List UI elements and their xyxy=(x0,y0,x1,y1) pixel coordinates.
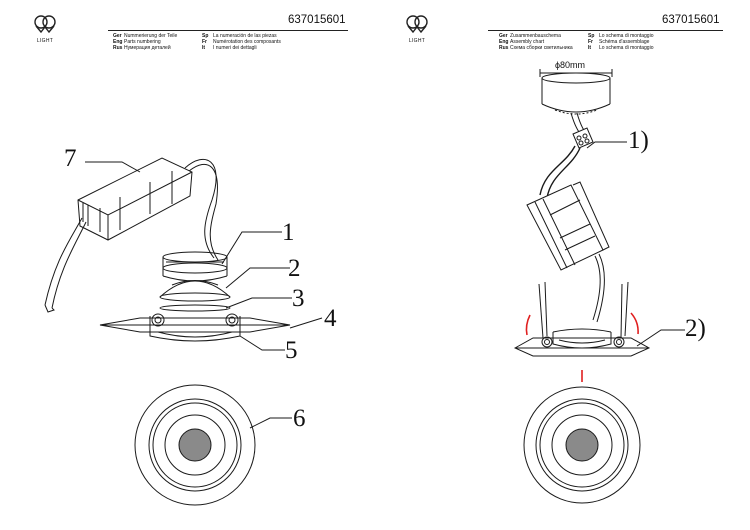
lang-text: Нумерация деталей xyxy=(124,45,171,51)
product-code: 637015601 xyxy=(288,14,346,26)
callout-1: 1 xyxy=(282,219,295,246)
lang-code: Fr xyxy=(588,39,593,45)
lang-code: It xyxy=(588,45,592,51)
logo-mark-icon xyxy=(406,15,428,34)
lang-code: Rus xyxy=(113,45,123,51)
lang-text: La numeración de las piezas xyxy=(213,33,277,39)
lang-code: Sp xyxy=(202,33,209,39)
lens-part xyxy=(159,280,231,302)
header-row: Rus Нумерация деталей It I numeri dei de… xyxy=(113,45,281,51)
lang-code: Sp xyxy=(588,33,595,39)
header-row: Rus Схема сборки светильника It Lo schem… xyxy=(499,45,653,51)
brand-logo: LIGHT xyxy=(402,14,432,48)
driver-box xyxy=(77,157,193,241)
diameter-label: ϕ80mm xyxy=(555,60,586,70)
exploded-parts-drawing xyxy=(44,157,323,506)
lang-code: Fr xyxy=(202,39,207,45)
logo-text: LIGHT xyxy=(408,38,426,44)
front-view xyxy=(134,384,256,506)
lang-text: Zusammenbauschema xyxy=(510,33,561,39)
header-rule xyxy=(108,30,348,31)
callout-5: 5 xyxy=(285,337,298,364)
lang-text: Numérotation des composants xyxy=(213,39,281,45)
lang-text: I numeri dei dettagli xyxy=(213,45,257,51)
lang-text: Nummerierung der Teile xyxy=(124,33,178,39)
callout-4: 4 xyxy=(324,305,337,332)
terminal-block xyxy=(572,127,594,149)
assembly-drawing xyxy=(513,69,685,504)
header-row: Ger Nummerierung der Teile Sp La numerac… xyxy=(113,33,281,39)
lang-code: Eng xyxy=(113,39,123,45)
callout-2: 2 xyxy=(288,255,301,282)
header-row: Eng Assembly chart Fr Schéma d'assemblag… xyxy=(499,39,653,45)
lang-code: It xyxy=(202,45,206,51)
callout-step-1: 1) xyxy=(628,127,649,154)
flange-housing xyxy=(99,313,291,342)
lang-text: Assembly chart xyxy=(510,39,545,45)
lang-code: Ger xyxy=(113,33,122,39)
header-row: Ger Zusammenbauschema Sp Lo schema di mo… xyxy=(499,33,653,39)
logo-text: LIGHT xyxy=(36,38,54,44)
lang-text: Parts numbering xyxy=(124,39,161,45)
lang-code: Ger xyxy=(499,33,508,39)
logo-mark-icon xyxy=(34,15,56,34)
ceiling-cutout xyxy=(541,72,611,115)
lang-code: Eng xyxy=(499,39,509,45)
motion-arrows xyxy=(525,312,639,382)
parts-numbering-page: LIGHT 637015601 Ger Nummerierung der Tei… xyxy=(30,14,348,506)
lang-code: Rus xyxy=(499,45,509,51)
header-rule xyxy=(488,30,723,31)
retaining-ring xyxy=(159,304,231,312)
language-header-table: Ger Nummerierung der Teile Sp La numerac… xyxy=(113,33,281,51)
product-code: 637015601 xyxy=(662,14,720,26)
front-view xyxy=(523,386,641,504)
lang-text: Schéma d'assemblage xyxy=(599,39,650,45)
lang-text: Lo schema di montaggio xyxy=(599,33,654,39)
callout-7: 7 xyxy=(64,145,77,172)
driver-box xyxy=(526,181,610,271)
led-module xyxy=(162,251,228,282)
assembly-chart-page: LIGHT 637015601 Ger Zusammenbauschema Sp… xyxy=(375,0,750,530)
lang-text: Схема сборки светильника xyxy=(510,45,573,51)
lamp-assembly xyxy=(513,281,651,357)
brand-logo: LIGHT xyxy=(30,14,60,48)
header-row: Eng Parts numbering Fr Numérotation des … xyxy=(113,39,281,45)
callout-3: 3 xyxy=(292,285,305,312)
callout-6: 6 xyxy=(293,405,306,432)
language-header-table: Ger Zusammenbauschema Sp Lo schema di mo… xyxy=(499,33,653,51)
callout-step-2: 2) xyxy=(685,315,706,342)
lang-text: Lo schema di montaggio xyxy=(599,45,654,51)
